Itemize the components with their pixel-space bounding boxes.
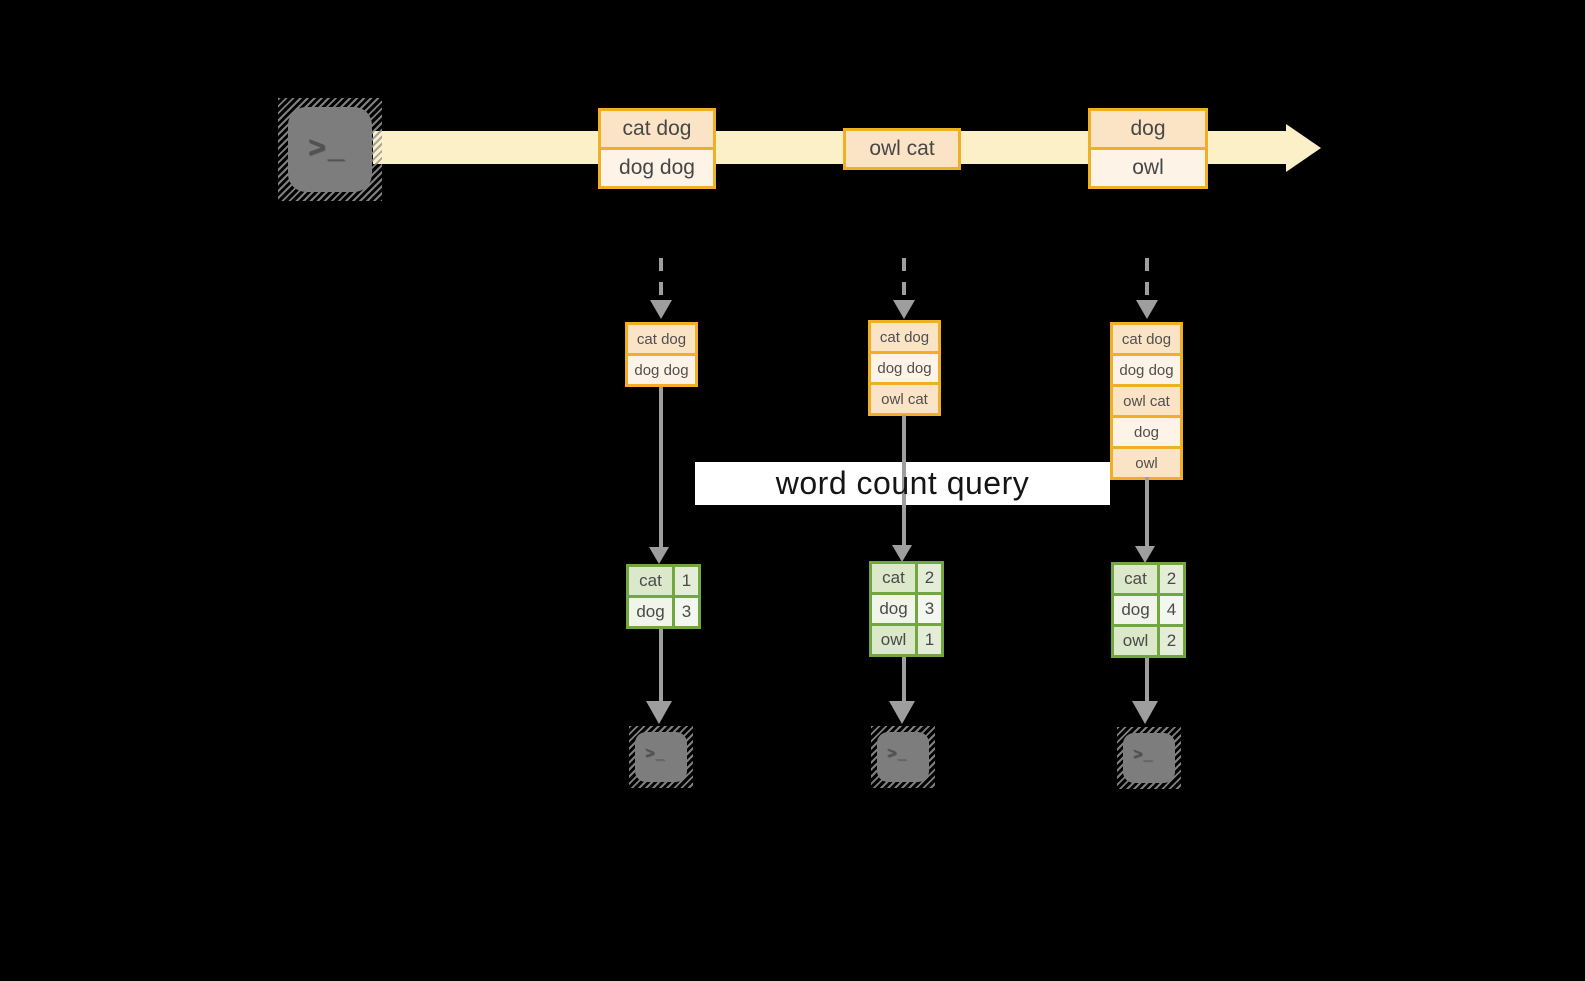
arrow-down-icon bbox=[1135, 546, 1155, 563]
terminal-body: >_ bbox=[288, 107, 372, 192]
dashed-connector bbox=[1145, 258, 1149, 302]
count-value: 2 bbox=[918, 564, 941, 592]
event-row: dog bbox=[1091, 111, 1205, 147]
connector-line bbox=[902, 415, 906, 546]
arrow-down-icon bbox=[889, 701, 915, 724]
stream-event-box-2: owl cat bbox=[843, 128, 961, 170]
count-value: 1 bbox=[675, 567, 698, 595]
event-row: owl bbox=[1091, 150, 1205, 186]
count-word: cat bbox=[1114, 565, 1157, 593]
stream-event-box-1: cat dog dog dog bbox=[598, 108, 716, 189]
terminal-body: >_ bbox=[635, 732, 687, 782]
terminal-body: >_ bbox=[1123, 733, 1175, 783]
dashed-connector bbox=[902, 258, 906, 302]
count-word: owl bbox=[872, 626, 915, 654]
count-table-1: cat 1 dog 3 bbox=[626, 564, 701, 629]
buffer-item: dog bbox=[1113, 418, 1180, 446]
connector-line bbox=[659, 629, 663, 703]
count-word: cat bbox=[629, 567, 672, 595]
count-table-3: cat 2 dog 4 owl 2 bbox=[1111, 562, 1186, 658]
output-terminal-icon-3: >_ bbox=[1117, 727, 1181, 789]
arrow-down-icon bbox=[1136, 300, 1158, 319]
terminal-prompt-icon: >_ bbox=[308, 131, 347, 164]
buffer-item: cat dog bbox=[1113, 325, 1180, 353]
count-value: 1 bbox=[918, 626, 941, 654]
stream-event-box-3: dog owl bbox=[1088, 108, 1208, 189]
arrow-down-icon bbox=[893, 300, 915, 319]
buffer-stack-2: cat dog dog dog owl cat bbox=[868, 320, 941, 416]
count-value: 2 bbox=[1160, 627, 1183, 655]
count-word: cat bbox=[872, 564, 915, 592]
count-value: 4 bbox=[1160, 596, 1183, 624]
terminal-prompt-icon: >_ bbox=[887, 745, 908, 762]
count-value: 3 bbox=[918, 595, 941, 623]
connector-line bbox=[902, 657, 906, 703]
connector-line bbox=[1145, 477, 1149, 547]
output-terminal-icon-2: >_ bbox=[871, 726, 935, 788]
terminal-prompt-icon: >_ bbox=[645, 745, 666, 762]
buffer-stack-3: cat dog dog dog owl cat dog owl bbox=[1110, 322, 1183, 480]
output-terminal-icon-1: >_ bbox=[629, 726, 693, 788]
event-row: cat dog bbox=[601, 111, 713, 147]
buffer-item: owl cat bbox=[1113, 387, 1180, 415]
count-word: dog bbox=[1114, 596, 1157, 624]
buffer-item: cat dog bbox=[628, 325, 695, 353]
buffer-item: owl cat bbox=[871, 385, 938, 413]
count-word: owl bbox=[1114, 627, 1157, 655]
connector-line bbox=[659, 387, 663, 548]
count-word: dog bbox=[629, 598, 672, 626]
buffer-stack-1: cat dog dog dog bbox=[625, 322, 698, 387]
query-label: word count query bbox=[775, 465, 1030, 501]
source-terminal-icon: >_ bbox=[278, 98, 382, 201]
dashed-connector bbox=[659, 258, 663, 302]
buffer-item: dog dog bbox=[871, 354, 938, 382]
connector-line bbox=[1145, 658, 1149, 703]
buffer-item: cat dog bbox=[871, 323, 938, 351]
count-value: 2 bbox=[1160, 565, 1183, 593]
arrow-down-icon bbox=[650, 300, 672, 319]
arrow-down-icon bbox=[646, 701, 672, 724]
arrow-down-icon bbox=[1132, 701, 1158, 724]
event-row: owl cat bbox=[846, 131, 958, 167]
arrow-down-icon bbox=[649, 547, 669, 564]
count-table-2: cat 2 dog 3 owl 1 bbox=[869, 561, 944, 657]
event-row: dog dog bbox=[601, 150, 713, 186]
buffer-item: dog dog bbox=[628, 356, 695, 384]
count-value: 3 bbox=[675, 598, 698, 626]
arrow-down-icon bbox=[892, 545, 912, 562]
buffer-item: dog dog bbox=[1113, 356, 1180, 384]
count-word: dog bbox=[872, 595, 915, 623]
arrow-right-icon bbox=[1286, 124, 1321, 172]
terminal-body: >_ bbox=[877, 732, 929, 782]
terminal-prompt-icon: >_ bbox=[1133, 746, 1154, 763]
buffer-item: owl bbox=[1113, 449, 1180, 477]
